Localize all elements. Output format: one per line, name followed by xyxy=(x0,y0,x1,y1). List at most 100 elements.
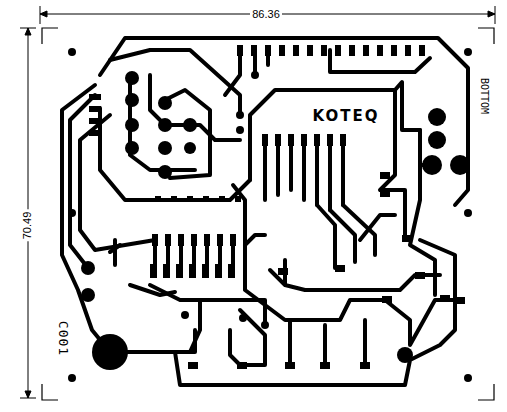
corner-mark xyxy=(42,28,494,400)
pad xyxy=(419,45,425,56)
dimension-label: 70.49 xyxy=(23,209,34,241)
pad xyxy=(360,362,370,369)
pad xyxy=(237,45,243,56)
pad xyxy=(340,134,346,146)
pad xyxy=(293,45,299,56)
trace xyxy=(110,50,240,115)
pad xyxy=(204,234,210,246)
pad xyxy=(81,261,95,275)
via-pad xyxy=(464,374,472,382)
pad xyxy=(178,234,184,246)
pad xyxy=(327,134,333,146)
pads xyxy=(68,45,472,382)
pad xyxy=(415,272,425,279)
pad xyxy=(380,190,390,197)
big-pad xyxy=(92,334,128,370)
trace xyxy=(380,90,405,240)
pad xyxy=(217,234,223,246)
via-pad xyxy=(464,48,472,56)
pad xyxy=(230,234,236,246)
pad xyxy=(189,264,196,278)
copper-traces xyxy=(62,38,468,385)
pad xyxy=(237,362,247,369)
pad xyxy=(301,134,307,146)
pad xyxy=(89,130,101,136)
pad xyxy=(188,362,198,369)
corner-marks xyxy=(42,28,494,400)
via-pad xyxy=(68,48,76,56)
trace xyxy=(270,260,440,290)
pad xyxy=(265,45,271,56)
width-dimension xyxy=(40,6,495,24)
pad xyxy=(183,118,197,132)
pad xyxy=(158,118,172,132)
trace xyxy=(100,38,468,205)
pad xyxy=(321,45,327,56)
pad xyxy=(440,295,450,302)
via-pad xyxy=(68,209,76,217)
pad xyxy=(202,264,209,278)
pad xyxy=(125,93,139,107)
pad xyxy=(288,134,294,146)
pad xyxy=(176,264,183,278)
dimension-lines xyxy=(20,6,495,398)
pad xyxy=(391,45,397,56)
pad xyxy=(335,45,341,56)
pad xyxy=(158,141,172,155)
via-pad xyxy=(236,111,244,119)
pad xyxy=(380,172,390,179)
via-pad xyxy=(239,314,247,322)
pad xyxy=(187,196,193,202)
pad xyxy=(165,234,171,246)
trace xyxy=(240,310,265,365)
trace xyxy=(80,115,155,250)
pad xyxy=(275,134,281,146)
pad xyxy=(402,235,412,242)
pad xyxy=(235,196,241,202)
pad xyxy=(171,196,177,202)
pad xyxy=(89,106,101,112)
board-code: C001 xyxy=(58,318,71,357)
pad xyxy=(150,264,157,278)
pad xyxy=(228,264,235,278)
pad xyxy=(89,94,101,100)
pad xyxy=(314,134,320,146)
trace xyxy=(290,320,365,365)
pad xyxy=(163,264,170,278)
trace xyxy=(150,75,240,140)
pad xyxy=(450,155,470,175)
trace xyxy=(245,215,395,245)
pad xyxy=(382,296,392,303)
pad xyxy=(184,142,196,154)
pad xyxy=(405,45,411,56)
pad xyxy=(191,234,197,246)
pad xyxy=(158,96,172,110)
pad xyxy=(81,288,95,302)
pad xyxy=(215,264,222,278)
pad xyxy=(203,196,209,202)
pad xyxy=(152,234,158,246)
pad xyxy=(158,165,172,179)
pad xyxy=(307,45,313,56)
pad xyxy=(125,71,139,85)
pad xyxy=(262,134,268,146)
pad xyxy=(455,297,465,304)
pad xyxy=(155,196,161,202)
pad xyxy=(428,131,446,149)
pad xyxy=(363,45,369,56)
via-pad xyxy=(261,321,269,329)
pad xyxy=(125,118,139,132)
trace xyxy=(230,330,240,365)
pad xyxy=(377,45,383,56)
trace xyxy=(110,240,120,265)
via-pad xyxy=(464,209,472,217)
pad xyxy=(285,362,295,369)
trace xyxy=(100,108,250,200)
logo-text: KOTEQ xyxy=(311,109,382,124)
trace xyxy=(225,50,268,95)
dimension-label: 86.36 xyxy=(250,9,282,20)
pad xyxy=(278,268,288,275)
trace xyxy=(130,285,200,352)
trace xyxy=(385,300,455,345)
